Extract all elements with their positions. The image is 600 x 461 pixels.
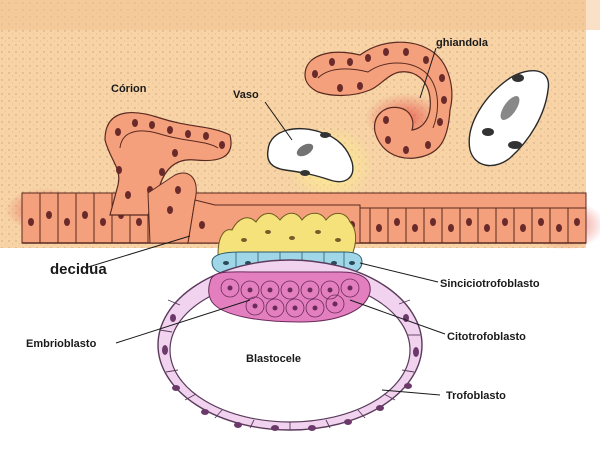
label-citotrofoblasto: Citotrofoblasto <box>447 331 526 343</box>
label-embrioblasto: Embrioblasto <box>26 338 97 350</box>
label-blastocele: Blastocele <box>246 353 301 365</box>
label-trofoblasto: Trofoblasto <box>446 390 506 402</box>
label-decidua: decidua <box>50 261 107 278</box>
label-vaso: Vaso <box>233 89 259 101</box>
label-sinciziotrofoblasto: Sinciciotrofoblasto <box>440 278 540 290</box>
label-ghiandola: ghiandola <box>436 37 489 49</box>
label-corion: Córion <box>111 83 147 95</box>
inner-cell-mass <box>209 272 371 322</box>
